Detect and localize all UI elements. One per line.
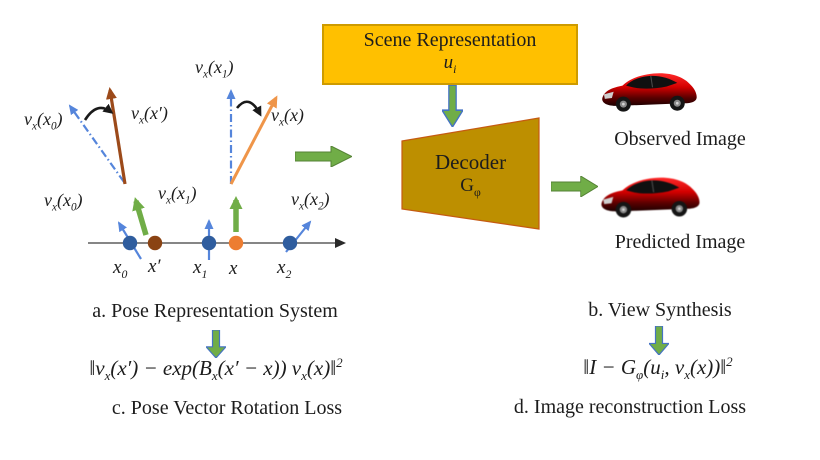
image-reconstruction-loss-formula: ‖I − Gφ(ui, vx(x))‖2 bbox=[583, 354, 733, 383]
label-vx-x0-bottom: vx(x0) bbox=[44, 190, 83, 214]
decoder-symbol: Gφ bbox=[460, 175, 481, 199]
right-arrow-icon bbox=[295, 146, 352, 167]
rotated-vector-x-arrow bbox=[229, 95, 278, 185]
x0-point bbox=[122, 235, 138, 251]
axis-label-x2: x2 bbox=[277, 257, 292, 281]
reference-vector-x0-dashdot-arrow bbox=[68, 104, 125, 183]
down-arrow-icon bbox=[206, 330, 226, 358]
label-vx-x1-bottom: vx(x1) bbox=[158, 183, 197, 207]
scene-to-decoder-arrow bbox=[442, 85, 463, 127]
label-vx-xprime: vx(x′) bbox=[131, 103, 168, 127]
x-point bbox=[228, 235, 244, 251]
pose-diagram bbox=[68, 87, 346, 260]
right-arrow-icon bbox=[551, 176, 598, 197]
caption-b-to-loss-arrow bbox=[649, 326, 669, 355]
label-vx-x2: vx(x2) bbox=[291, 189, 330, 213]
axis-label-x0: x0 bbox=[113, 257, 128, 281]
observed-car-image bbox=[596, 58, 702, 122]
caption-rotation-loss: c. Pose Vector Rotation Loss bbox=[111, 397, 343, 419]
decoder-title: Decoder bbox=[434, 150, 507, 174]
predicted-image-label: Predicted Image bbox=[614, 231, 746, 253]
label-vx-x0-top: vx(x0) bbox=[24, 109, 63, 133]
rotation-arc-left-icon bbox=[83, 103, 114, 121]
rotated-vector-xprime-arrow bbox=[105, 87, 127, 185]
axis-label-x: x bbox=[229, 258, 238, 279]
caption-a-to-loss-arrow bbox=[206, 330, 226, 358]
axis-label-x1: x1 bbox=[193, 257, 208, 281]
decoder-to-image-arrow bbox=[551, 176, 598, 197]
axis-label-xprime: x′ bbox=[148, 256, 161, 277]
label-vx-x: vx(x) bbox=[271, 105, 304, 129]
scene-box-symbol: ui bbox=[443, 52, 457, 76]
down-arrow-icon bbox=[649, 326, 669, 355]
x1-point bbox=[201, 235, 217, 251]
decoder-shape bbox=[401, 117, 540, 230]
down-arrow-icon bbox=[442, 85, 463, 127]
observed-image-label: Observed Image bbox=[614, 128, 746, 150]
predicted-car-image bbox=[595, 162, 705, 228]
pose-rotation-loss-formula: ‖vx(x′) − exp(Bx(x′ − x)) vx(x)‖2 bbox=[89, 355, 343, 384]
caption-view-synthesis: b. View Synthesis bbox=[588, 299, 732, 321]
scene-representation-box: Scene Representation ui bbox=[322, 24, 578, 85]
decoder-label: Decoder Gφ bbox=[398, 150, 543, 198]
scene-box-title: Scene Representation bbox=[363, 29, 537, 51]
pose-to-decoder-arrow bbox=[295, 146, 352, 167]
xprime-point bbox=[147, 235, 163, 251]
label-vx-x1-top: vx(x1) bbox=[195, 57, 234, 81]
rotation-arc-right-icon bbox=[235, 100, 262, 117]
green-stem-xprime-arrow bbox=[132, 197, 149, 236]
caption-reconstruction-loss: d. Image reconstruction Loss bbox=[513, 396, 747, 418]
x2-point bbox=[282, 235, 298, 251]
decoder-trapezoid bbox=[401, 117, 540, 230]
caption-pose-representation: a. Pose Representation System bbox=[92, 300, 338, 322]
